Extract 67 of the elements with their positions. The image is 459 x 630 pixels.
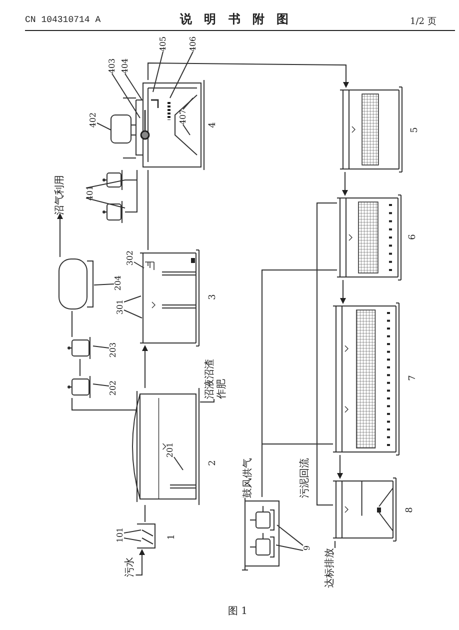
callout-number: 302 — [125, 250, 135, 266]
figure-caption: 图 1 — [228, 605, 248, 618]
leader-line — [86, 180, 126, 188]
leader-line — [152, 51, 164, 92]
callout-number: 404 — [120, 58, 130, 74]
page-number: 1/2 页 — [410, 16, 436, 28]
callout-number: 401 — [85, 185, 95, 201]
pipe-line — [124, 170, 138, 212]
callout-number: 405 — [158, 36, 168, 52]
callout-number: 9 — [302, 545, 312, 551]
flow-arrow — [135, 549, 145, 576]
leader-line — [134, 262, 144, 268]
outlet-label: 沼液沼渣作肥 — [204, 357, 228, 399]
leader-line — [92, 384, 110, 386]
leader-line — [170, 51, 194, 98]
callout-number: 402 — [88, 112, 98, 128]
outlet-label: 沼气利用 — [54, 175, 66, 215]
edge-label: 污泥回流 — [299, 458, 311, 498]
patent-number: CN 104310714 A — [25, 15, 101, 25]
pipe-line — [72, 398, 138, 410]
flow-arrow — [148, 62, 349, 88]
pipe-line — [334, 540, 336, 548]
page-title: 说 明 书 附 图 — [180, 11, 293, 28]
leader-line — [124, 530, 142, 534]
callout-number: 301 — [115, 299, 125, 315]
unit-number: 2 — [208, 460, 218, 466]
inflow-label: 污水 — [124, 557, 136, 577]
leader-line — [96, 122, 112, 130]
unit-number: 1 — [166, 534, 178, 540]
flow-arrow — [340, 280, 346, 304]
leader-line — [86, 198, 126, 208]
leader-line — [124, 73, 142, 100]
leader-line — [112, 73, 140, 118]
callout-number: 203 — [108, 342, 118, 358]
flow-arrow — [57, 213, 63, 258]
pipe-line — [200, 398, 214, 402]
unit-number: 6 — [408, 234, 418, 240]
unit-number: 3 — [208, 294, 218, 300]
leader-line — [94, 284, 114, 286]
leader-line — [182, 124, 190, 136]
unit-number: 4 — [208, 122, 218, 128]
pipe-line — [144, 504, 146, 522]
edge-label: 鼓风供气 — [242, 458, 254, 498]
outlet-label: 达标排放 — [324, 548, 336, 588]
leader-line — [174, 456, 184, 470]
callout-number: 101 — [115, 527, 125, 543]
unit-number: 5 — [410, 127, 420, 133]
leader-line — [92, 346, 110, 348]
leader-line — [276, 544, 304, 552]
callout-number: 202 — [108, 380, 118, 396]
pipe-line — [316, 202, 338, 506]
unit-number: 7 — [408, 375, 418, 381]
leader-line — [124, 296, 142, 302]
leader-line — [276, 524, 304, 546]
flow-arrow — [142, 345, 148, 388]
callout-number: 403 — [107, 58, 117, 74]
leader-line — [124, 310, 142, 318]
callout-number: 201 — [165, 442, 175, 458]
pipe-line — [262, 444, 334, 498]
flow-arrow — [342, 172, 348, 196]
leader-line — [124, 538, 142, 542]
callout-number: 406 — [188, 36, 198, 52]
callout-number: 204 — [113, 275, 123, 291]
leader-line — [182, 98, 194, 110]
callout-number: 407 — [178, 109, 188, 125]
unit-number: 8 — [404, 507, 416, 513]
flow-arrow — [337, 454, 343, 479]
